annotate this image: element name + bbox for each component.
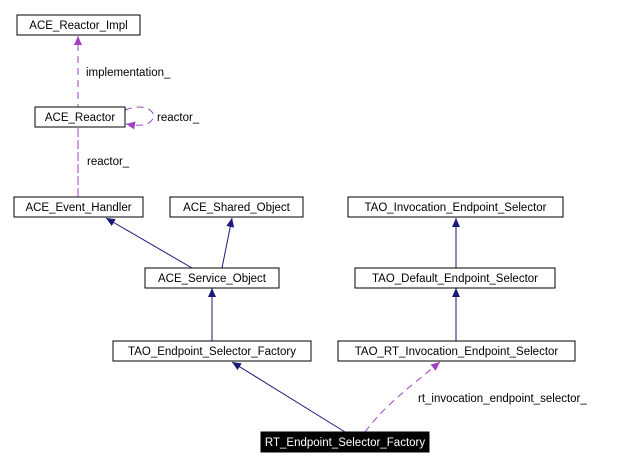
node-rt-endpoint-selector-factory[interactable]: RT_Endpoint_Selector_Factory <box>260 431 430 453</box>
edge-label-reactor-self: reactor_ <box>157 112 200 124</box>
node-tao-default-endpoint-selector[interactable]: TAO_Default_Endpoint_Selector <box>354 267 556 289</box>
node-label: TAO_Invocation_Endpoint_Selector <box>365 202 547 214</box>
edge-label-rt-invocation: rt_invocation_endpoint_selector_ <box>418 393 587 405</box>
node-label: ACE_Shared_Object <box>183 202 291 214</box>
node-tao-rt-invocation-endpoint-selector[interactable]: TAO_RT_Invocation_Endpoint_Selector <box>337 340 576 362</box>
edge-rt-factory-to-selector-factory <box>231 361 346 433</box>
node-ace-reactor[interactable]: ACE_Reactor <box>34 106 126 128</box>
node-label: ACE_Event_Handler <box>25 202 131 214</box>
node-ace-event-handler[interactable]: ACE_Event_Handler <box>13 196 144 218</box>
node-label: TAO_RT_Invocation_Endpoint_Selector <box>355 346 559 358</box>
node-ace-reactor-impl[interactable]: ACE_Reactor_Impl <box>16 14 141 36</box>
node-ace-shared-object[interactable]: ACE_Shared_Object <box>169 196 304 218</box>
edge-service-object-to-shared-object <box>221 217 235 269</box>
edge-reactor-self <box>124 106 154 130</box>
node-label: RT_Endpoint_Selector_Factory <box>265 437 425 449</box>
node-label: ACE_Service_Object <box>158 273 267 285</box>
edge-factory-to-rt-selector <box>364 361 441 433</box>
node-tao-endpoint-selector-factory[interactable]: TAO_Endpoint_Selector_Factory <box>112 340 312 362</box>
edge-label-implementation: implementation_ <box>86 67 171 79</box>
node-label: TAO_Endpoint_Selector_Factory <box>128 346 296 358</box>
node-tao-invocation-endpoint-selector[interactable]: TAO_Invocation_Endpoint_Selector <box>347 196 564 218</box>
node-label: ACE_Reactor <box>45 112 115 124</box>
edge-service-object-to-event-handler <box>105 217 193 269</box>
node-label: ACE_Reactor_Impl <box>29 20 127 32</box>
node-ace-service-object[interactable]: ACE_Service_Object <box>144 267 280 289</box>
node-label: TAO_Default_Endpoint_Selector <box>372 273 538 285</box>
edge-label-reactor: reactor_ <box>87 156 130 168</box>
